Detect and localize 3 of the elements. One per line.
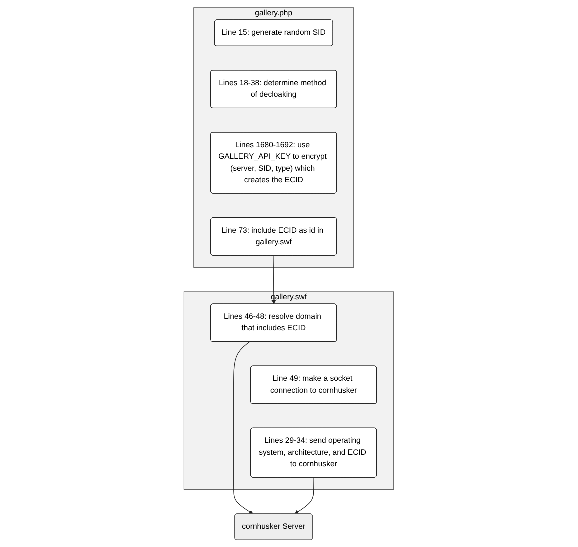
- arrow: [272, 255, 276, 304]
- arrow: [294, 477, 314, 514]
- arrow: [234, 341, 254, 514]
